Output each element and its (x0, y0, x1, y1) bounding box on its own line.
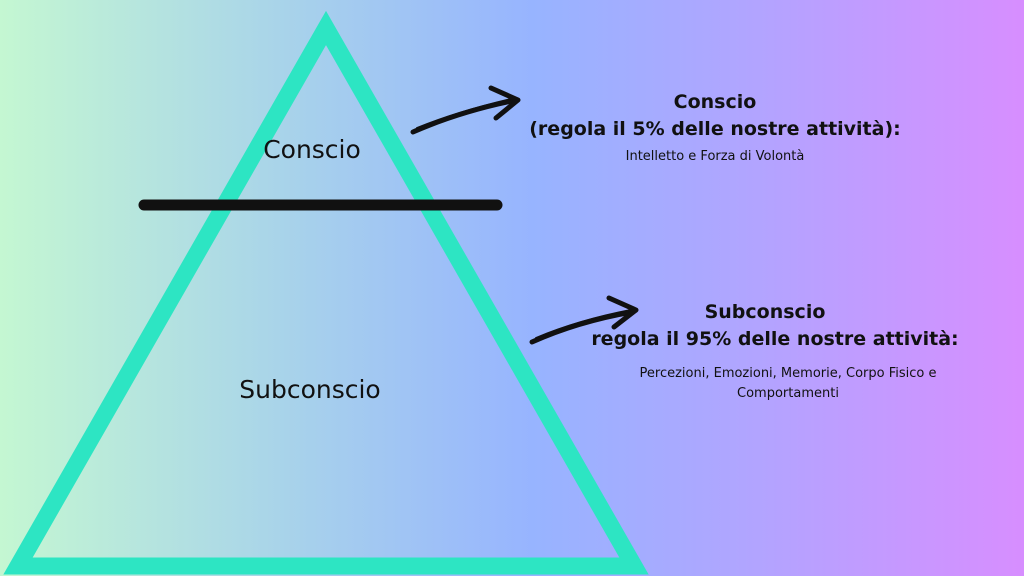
subconscio-title: Subconscio (704, 301, 826, 323)
pyramid-triangle (3, 10, 649, 575)
arrow-subconscio-icon (529, 295, 639, 345)
pyramid-label-subconscio: Subconscio (239, 375, 381, 404)
conscio-title: Conscio (673, 91, 757, 113)
subconscio-subtitle: regola il 95% delle nostre attività: (591, 328, 959, 350)
conscio-description: Intelletto e Forza di Volontà (625, 149, 805, 164)
arrow-conscio-icon (410, 85, 521, 135)
conscio-subtitle: (regola il 5% delle nostre attività): (529, 118, 901, 140)
subconscio-info-block: Subconscio regola il 95% delle nostre at… (560, 299, 990, 404)
subconscio-description: Percezioni, Emozioni, Memorie, Corpo Fis… (639, 366, 937, 401)
conscio-info-block: Conscio (regola il 5% delle nostre attiv… (500, 89, 930, 167)
pyramid-label-conscio: Conscio (263, 135, 361, 164)
